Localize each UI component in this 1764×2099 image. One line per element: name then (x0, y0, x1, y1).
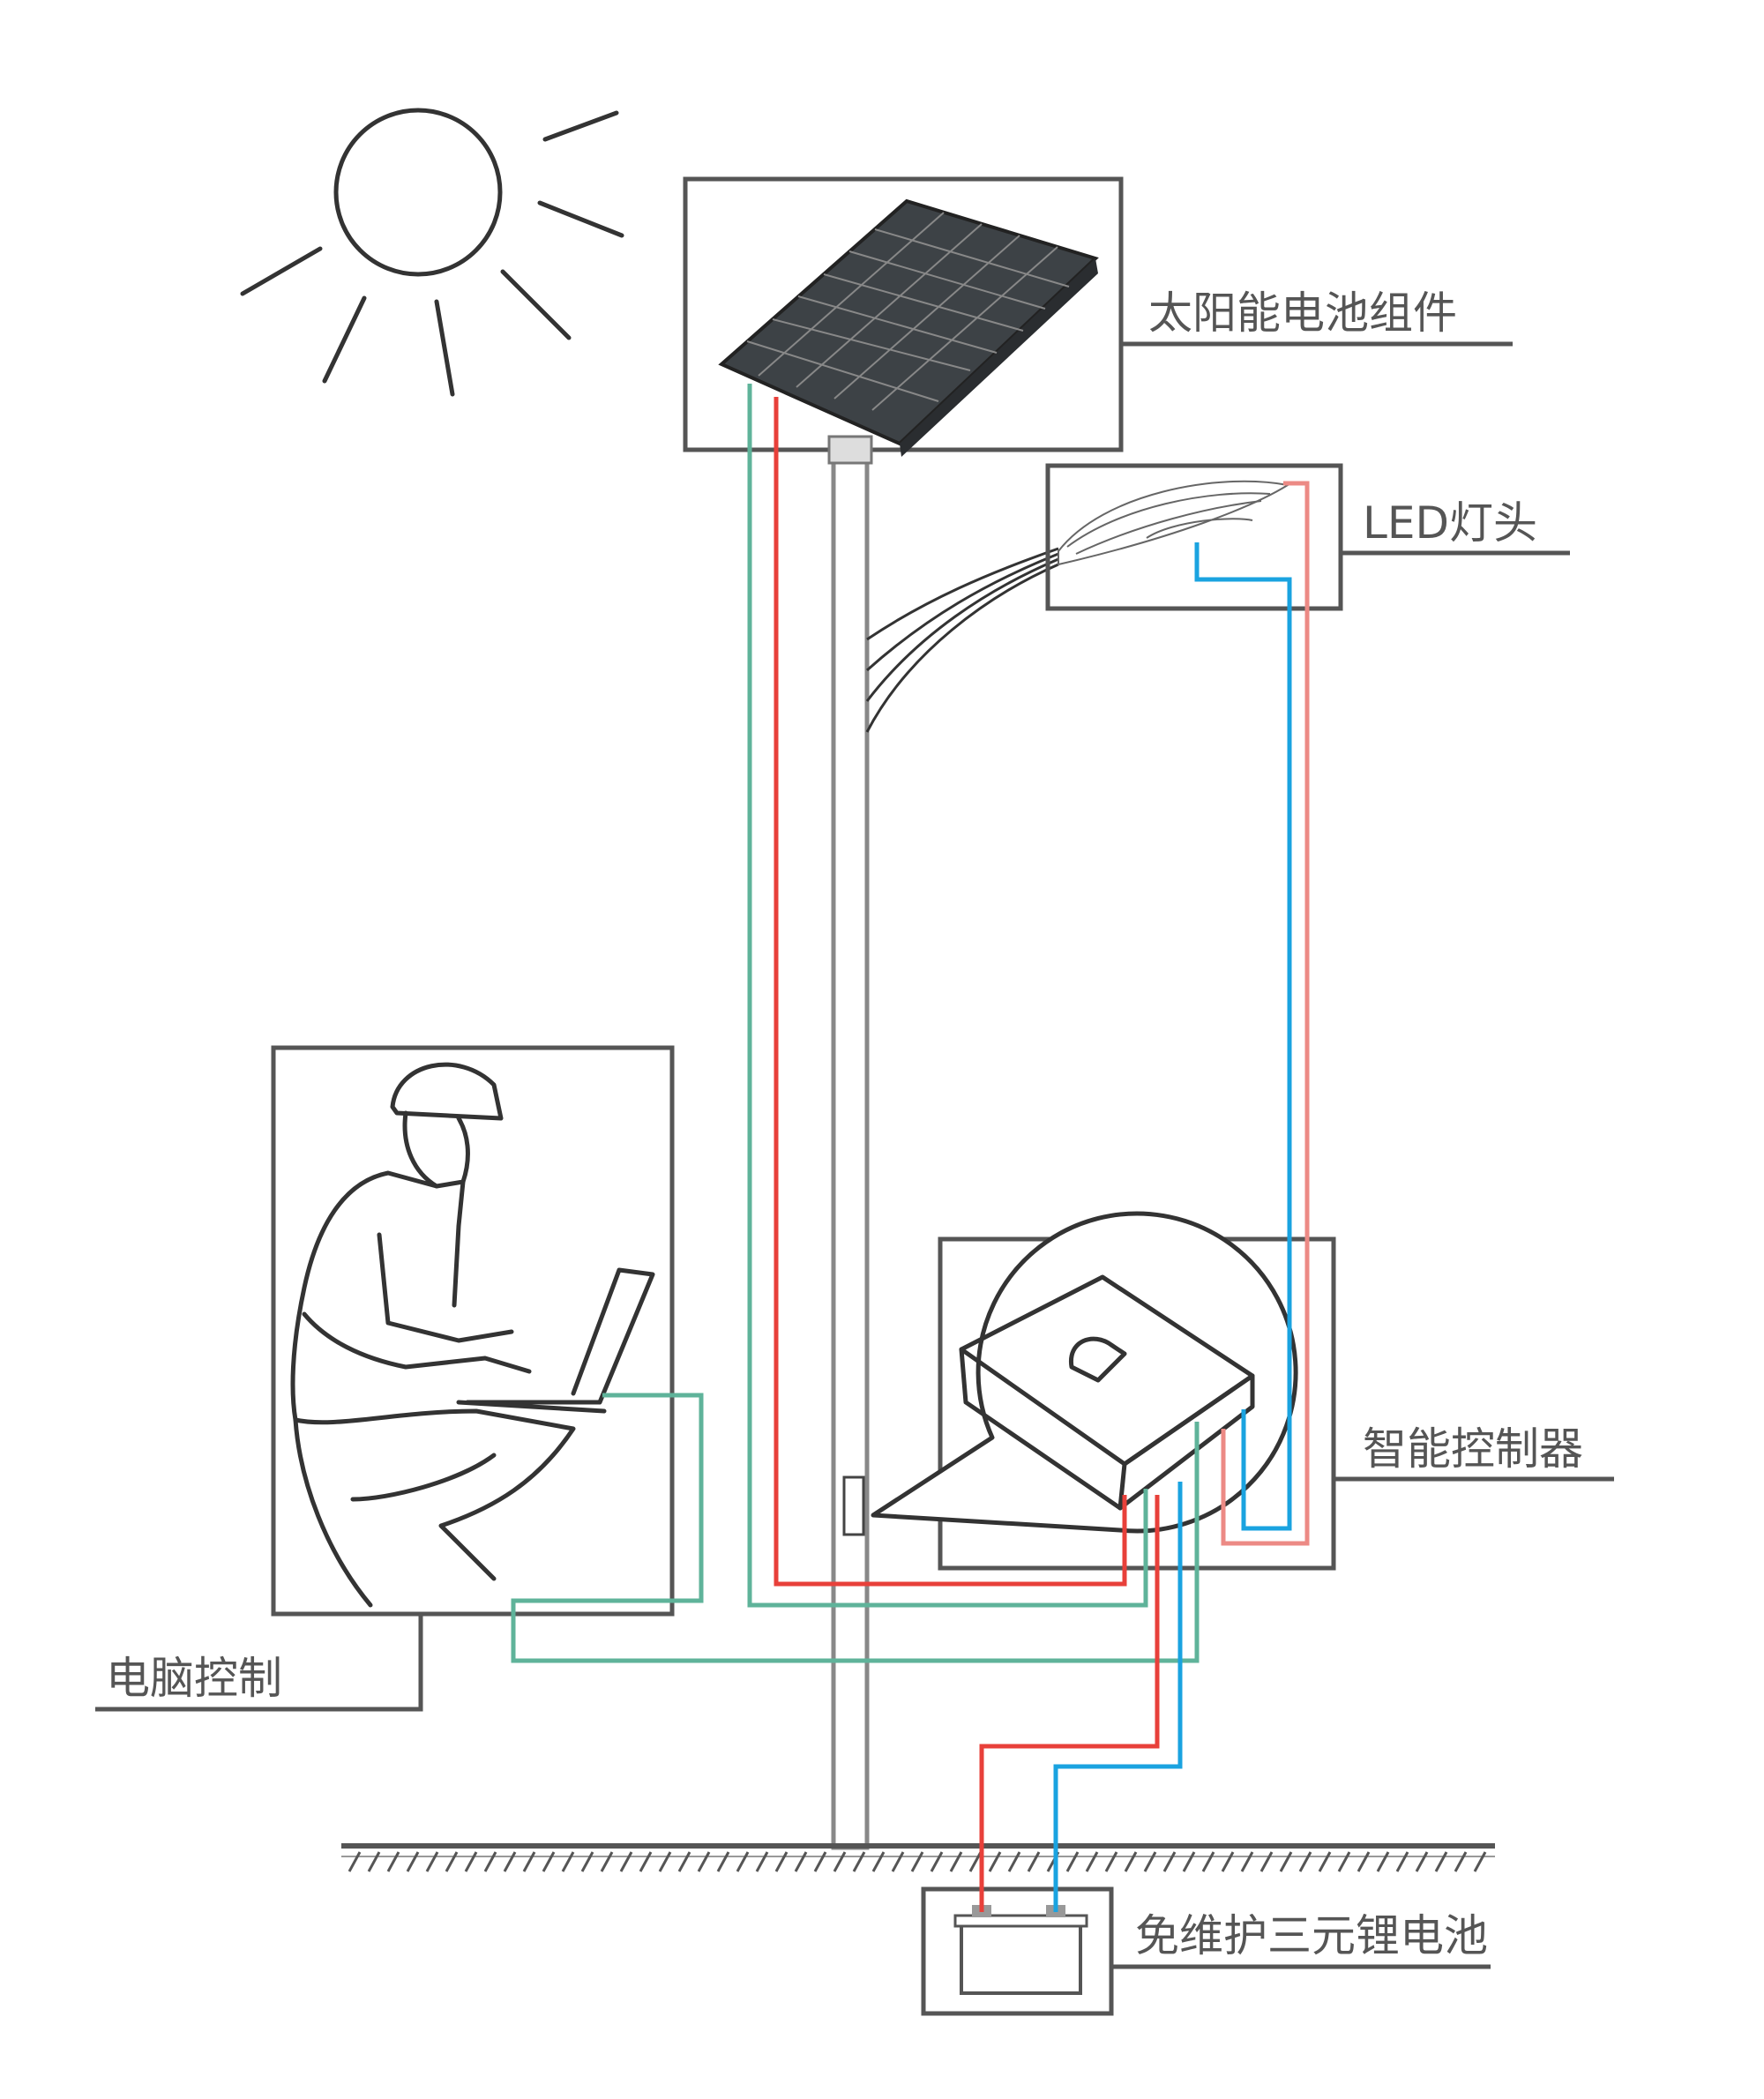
ground-hatch (697, 1851, 711, 1872)
ground-hatch (658, 1851, 672, 1872)
ground-hatch (774, 1851, 789, 1872)
ground-hatch (367, 1851, 381, 1872)
ground-hatch (580, 1851, 594, 1872)
ground-hatch (1221, 1851, 1235, 1872)
ground-line (341, 1843, 1495, 1872)
ground-hatch (348, 1851, 362, 1872)
computer-label-leader (95, 1614, 423, 1712)
ground-hatch (910, 1851, 924, 1872)
battery-negative-wire (1053, 1482, 1183, 1912)
ground-hatch (1124, 1851, 1138, 1872)
led-negative-wire (1194, 542, 1292, 1531)
ground-hatch (1259, 1851, 1274, 1872)
ground-hatch (639, 1851, 653, 1872)
ground-hatch (425, 1851, 439, 1872)
ground-hatch (794, 1851, 808, 1872)
ground-hatch (677, 1851, 691, 1872)
ground-hatch (561, 1851, 575, 1872)
ground-hatch (1085, 1851, 1099, 1872)
battery-box (921, 1886, 1114, 2016)
ground-hatch (1143, 1851, 1157, 1872)
solar-signal-wire (747, 384, 1148, 1608)
ground-hatch (1376, 1851, 1390, 1872)
ground-hatch (1473, 1851, 1487, 1872)
controller-icon (871, 1211, 1298, 1534)
ground-hatch (445, 1851, 459, 1872)
ground-hatch (464, 1851, 478, 1872)
ground-hatch (386, 1851, 400, 1872)
controller-label: 智能控制器 (1363, 1423, 1583, 1475)
ground-hatch (1104, 1851, 1118, 1872)
light-pole (827, 435, 1059, 1850)
computer-signal-wire (511, 1393, 1200, 1663)
ground-hatch (1298, 1851, 1312, 1872)
ground-hatch (813, 1851, 827, 1872)
battery-label: 免维护三元锂电池 (1135, 1910, 1488, 1961)
ground-hatch (1454, 1851, 1468, 1872)
ground-hatch (406, 1851, 420, 1872)
ground-hatch (542, 1851, 556, 1872)
ground-hatch (1357, 1851, 1371, 1872)
led-lamp-icon (1058, 480, 1290, 566)
ground-hatch (949, 1851, 963, 1872)
solar-panel-icon (718, 198, 1099, 457)
ground-hatch (503, 1851, 517, 1872)
computer-control-label: 电脑控制 (106, 1653, 282, 1704)
sun-icon (240, 108, 624, 397)
wiring (511, 384, 1310, 1912)
ground-hatch (1415, 1851, 1429, 1872)
ground-hatch (1395, 1851, 1409, 1872)
solar-panel-label: 太阳能电池组件 (1148, 288, 1457, 339)
battery-icon (953, 1905, 1088, 1995)
ground-hatch (619, 1851, 633, 1872)
ground-hatch (1162, 1851, 1177, 1872)
ground-hatch (891, 1851, 905, 1872)
ground-hatch (716, 1851, 730, 1872)
ground-hatch (755, 1851, 769, 1872)
ground-hatch (1182, 1851, 1196, 1872)
led-head-box (1045, 463, 1343, 611)
ground-hatch (1279, 1851, 1293, 1872)
ground-hatch (483, 1851, 497, 1872)
ground-hatch (600, 1851, 614, 1872)
ground-hatch (988, 1851, 1002, 1872)
ground-hatch (852, 1851, 866, 1872)
ground-hatch (1201, 1851, 1215, 1872)
solar-positive-wire (774, 397, 1127, 1587)
ground-hatch (833, 1851, 847, 1872)
ground-hatch (1065, 1851, 1080, 1872)
computer-control-box (271, 1045, 675, 1617)
battery-positive-wire (979, 1495, 1160, 1912)
technician-with-laptop-icon (290, 1062, 655, 1608)
led-positive-wire (1221, 481, 1310, 1546)
ground-hatch (968, 1851, 983, 1872)
ground-hatch (1007, 1851, 1021, 1872)
ground-hatch (1434, 1851, 1448, 1872)
ground-hatch (1240, 1851, 1254, 1872)
ground-hatch (736, 1851, 750, 1872)
ground-hatch (522, 1851, 536, 1872)
ground-hatch (871, 1851, 886, 1872)
ground-hatch (1318, 1851, 1332, 1872)
ground-hatch (1027, 1851, 1041, 1872)
led-head-label: LED灯头 (1363, 497, 1537, 549)
ground-hatch (1337, 1851, 1351, 1872)
ground-hatch (930, 1851, 944, 1872)
